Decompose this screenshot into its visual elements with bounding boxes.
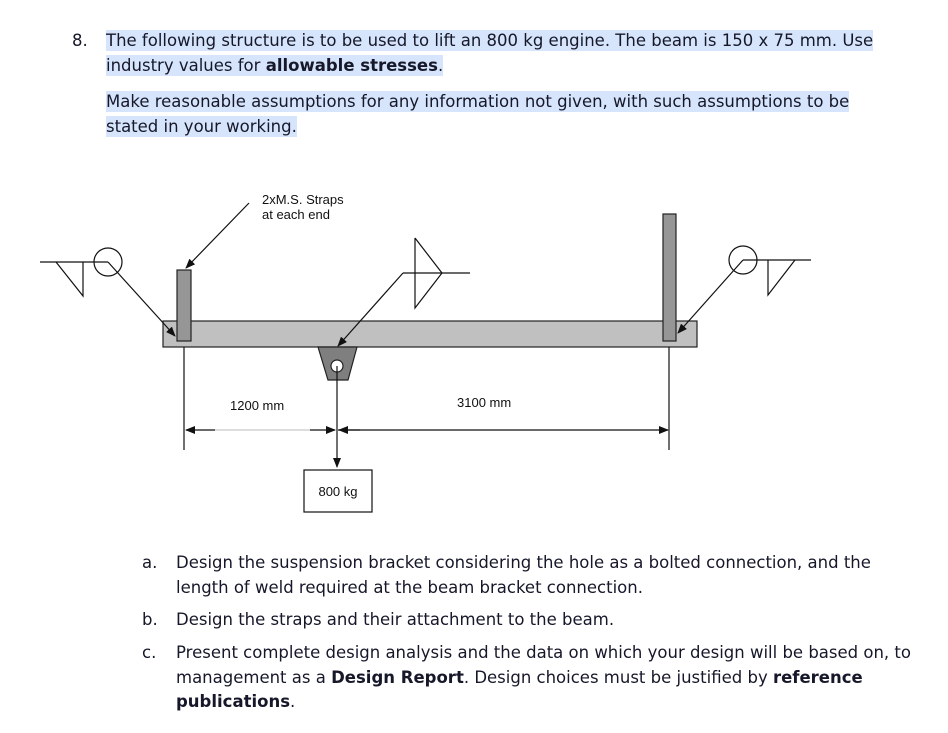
left-weld-symbol	[40, 247, 176, 337]
dimension-right-label: 3100 mm	[457, 395, 511, 410]
subquestion-b-marker: b.	[142, 610, 158, 629]
subquestion-b-text: Design the straps and their attachment t…	[176, 610, 615, 629]
subquestion-c-marker: c.	[142, 643, 157, 662]
subquestion-a-text: Design the suspension bracket considerin…	[176, 553, 871, 597]
right-strap	[662, 213, 677, 342]
right-weld-symbol	[677, 245, 811, 334]
beam	[162, 320, 698, 348]
load-label: 800 kg	[318, 484, 357, 499]
question-paragraph-1: The following structure is to be used to…	[106, 28, 906, 78]
strap-label-line1: 2xM.S. Straps	[262, 192, 344, 207]
strap-label-line2: at each end	[262, 207, 330, 222]
question-number: 8.	[72, 31, 88, 50]
subquestion-a-marker: a.	[142, 553, 158, 572]
reference-publications-bold: reference publications	[176, 667, 863, 712]
subquestion-c-text-middle: . Design choices must be justified by	[463, 667, 773, 687]
allowable-stresses-bold: allowable stresses	[265, 56, 438, 75]
question-paragraph-2: Make reasonable assumptions for any info…	[106, 89, 866, 139]
load-box	[303, 469, 373, 513]
paragraph-1-text: The following structure is to be used to…	[106, 31, 874, 75]
dimension-left-label: 1200 mm	[230, 398, 284, 413]
subquestion-c-text-start: Present complete design analysis and the…	[176, 643, 911, 687]
subquestion-c-text-end: .	[290, 692, 296, 711]
design-report-bold: Design Report	[331, 667, 464, 687]
subquestion-c-text: Present complete design analysis and the…	[176, 641, 916, 715]
paragraph-1-end: .	[437, 56, 444, 75]
strap-label-leader	[185, 202, 250, 269]
center-weld-symbol	[337, 237, 470, 347]
left-strap	[176, 269, 192, 342]
